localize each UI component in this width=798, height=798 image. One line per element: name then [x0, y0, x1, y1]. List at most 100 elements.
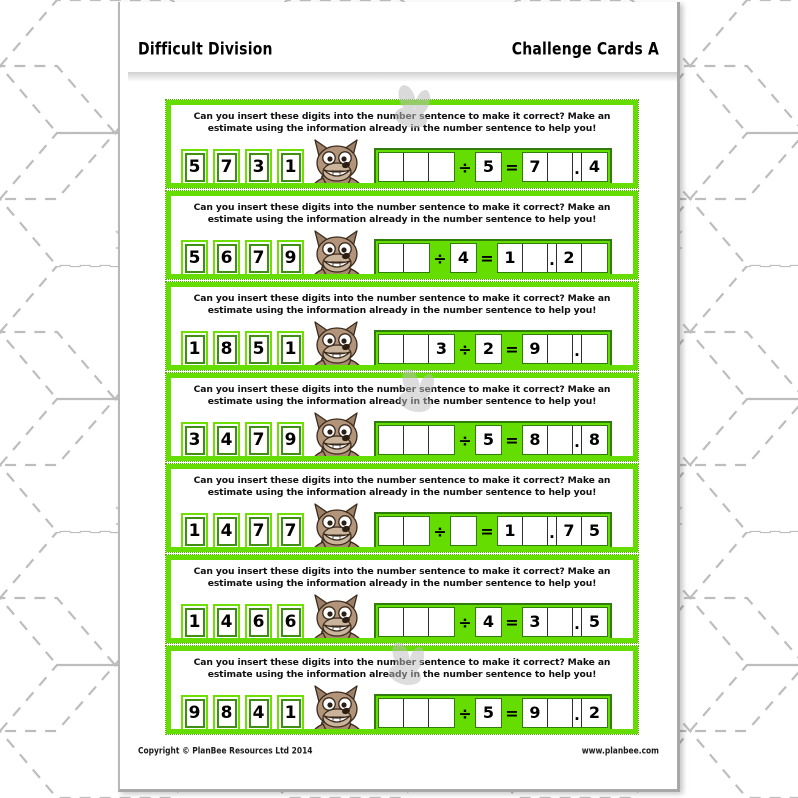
equals-icon: =: [502, 334, 522, 364]
digit-tile-value: 4: [216, 425, 237, 455]
digit-tile[interactable]: 7: [277, 513, 304, 547]
website-url: www.planbee.com: [581, 745, 659, 756]
blank-answer-cell[interactable]: [379, 699, 404, 727]
wolf-mascot-icon: [306, 318, 368, 365]
card-instruction-text: Can you insert these digits into the num…: [193, 475, 611, 498]
digit-tile[interactable]: 6: [277, 604, 304, 638]
digit-tile-value: 5: [184, 152, 205, 182]
dividend-boxes: [378, 425, 455, 455]
challenge-cards-list: Can you insert these digits into the num…: [165, 99, 639, 735]
digit-tile-value: 6: [280, 607, 301, 637]
blank-answer-cell[interactable]: [429, 153, 454, 181]
number-sentence: 3÷2=9.: [374, 330, 612, 365]
blank-answer-cell[interactable]: [404, 244, 429, 272]
blank-answer-cell[interactable]: [429, 699, 454, 727]
digit-tile[interactable]: 4: [213, 604, 240, 638]
digit-tile[interactable]: 4: [213, 422, 240, 456]
digit-tile-value: 7: [216, 152, 237, 182]
digit-tile-value: 1: [184, 516, 205, 546]
digit-tile[interactable]: 4: [245, 695, 272, 729]
equals-icon: =: [502, 698, 522, 728]
given-digit-cell: 4: [451, 244, 476, 272]
card-instruction-text: Can you insert these digits into the num…: [193, 566, 611, 589]
digit-tile[interactable]: 5: [181, 149, 208, 183]
digit-tile[interactable]: 9: [277, 240, 304, 274]
blank-answer-cell[interactable]: [379, 335, 404, 363]
divisor-boxes: [450, 516, 477, 546]
digit-tile-value: 7: [248, 243, 269, 273]
given-digit-cell: 5: [476, 153, 501, 181]
divisor-boxes: 5: [475, 698, 502, 728]
decimal-point-cell: .: [573, 426, 582, 454]
blank-answer-cell[interactable]: [379, 244, 404, 272]
blank-answer-cell[interactable]: [523, 244, 548, 272]
digit-tile[interactable]: 1: [277, 149, 304, 183]
given-digit-cell: 7: [557, 517, 582, 545]
digit-tile[interactable]: 7: [245, 240, 272, 274]
digit-tile[interactable]: 6: [245, 604, 272, 638]
blank-answer-cell[interactable]: [379, 426, 404, 454]
dividend-boxes: [378, 516, 430, 546]
blank-answer-cell[interactable]: [548, 699, 573, 727]
digit-tile[interactable]: 6: [213, 240, 240, 274]
blank-answer-cell[interactable]: [404, 335, 429, 363]
digit-tile-value: 1: [280, 698, 301, 728]
digit-tile-value: 9: [280, 425, 301, 455]
digit-tile-value: 8: [216, 698, 237, 728]
digit-tile[interactable]: 1: [181, 604, 208, 638]
digit-tile[interactable]: 4: [213, 513, 240, 547]
digit-tile[interactable]: 7: [245, 513, 272, 547]
blank-answer-cell[interactable]: [379, 517, 404, 545]
digit-tile[interactable]: 9: [277, 422, 304, 456]
blank-answer-cell[interactable]: [548, 335, 573, 363]
digit-tile[interactable]: 9: [181, 695, 208, 729]
blank-answer-cell[interactable]: [429, 608, 454, 636]
digit-tile[interactable]: 7: [213, 149, 240, 183]
digit-tile[interactable]: 1: [277, 331, 304, 365]
digit-tile[interactable]: 7: [245, 422, 272, 456]
digit-tile[interactable]: 1: [181, 331, 208, 365]
blank-answer-cell[interactable]: [582, 335, 607, 363]
blank-answer-cell[interactable]: [379, 608, 404, 636]
digit-tile[interactable]: 5: [245, 331, 272, 365]
digit-tile[interactable]: 8: [213, 695, 240, 729]
blank-answer-cell[interactable]: [429, 426, 454, 454]
blank-answer-cell[interactable]: [404, 153, 429, 181]
blank-answer-cell[interactable]: [404, 517, 429, 545]
digit-tile-value: 6: [248, 607, 269, 637]
challenge-card: Can you insert these digits into the num…: [165, 190, 639, 280]
blank-answer-cell[interactable]: [548, 608, 573, 636]
blank-answer-cell[interactable]: [404, 426, 429, 454]
digit-tile[interactable]: 5: [181, 240, 208, 274]
digit-tile[interactable]: 1: [181, 513, 208, 547]
wolf-mascot-icon: [306, 136, 368, 183]
digit-tile-value: 1: [184, 607, 205, 637]
digit-tile[interactable]: 3: [181, 422, 208, 456]
divide-icon: ÷: [455, 334, 475, 364]
quotient-boxes: 1.2: [497, 243, 608, 273]
blank-answer-cell[interactable]: [379, 153, 404, 181]
blank-answer-cell[interactable]: [404, 608, 429, 636]
quotient-boxes: 7.4: [522, 152, 608, 182]
wolf-mascot-icon: [306, 591, 368, 638]
decimal-point-cell: .: [573, 608, 582, 636]
blank-answer-cell[interactable]: [582, 244, 607, 272]
digit-tile[interactable]: 3: [245, 149, 272, 183]
blank-answer-cell[interactable]: [548, 426, 573, 454]
card-instruction-text: Can you insert these digits into the num…: [193, 202, 611, 225]
blank-answer-cell[interactable]: [523, 517, 548, 545]
digit-tile[interactable]: 8: [213, 331, 240, 365]
blank-answer-cell[interactable]: [548, 153, 573, 181]
digit-tile[interactable]: 1: [277, 695, 304, 729]
number-sentence: ÷5=9.2: [374, 694, 612, 729]
blank-answer-cell[interactable]: [451, 517, 476, 545]
blank-answer-cell[interactable]: [404, 699, 429, 727]
